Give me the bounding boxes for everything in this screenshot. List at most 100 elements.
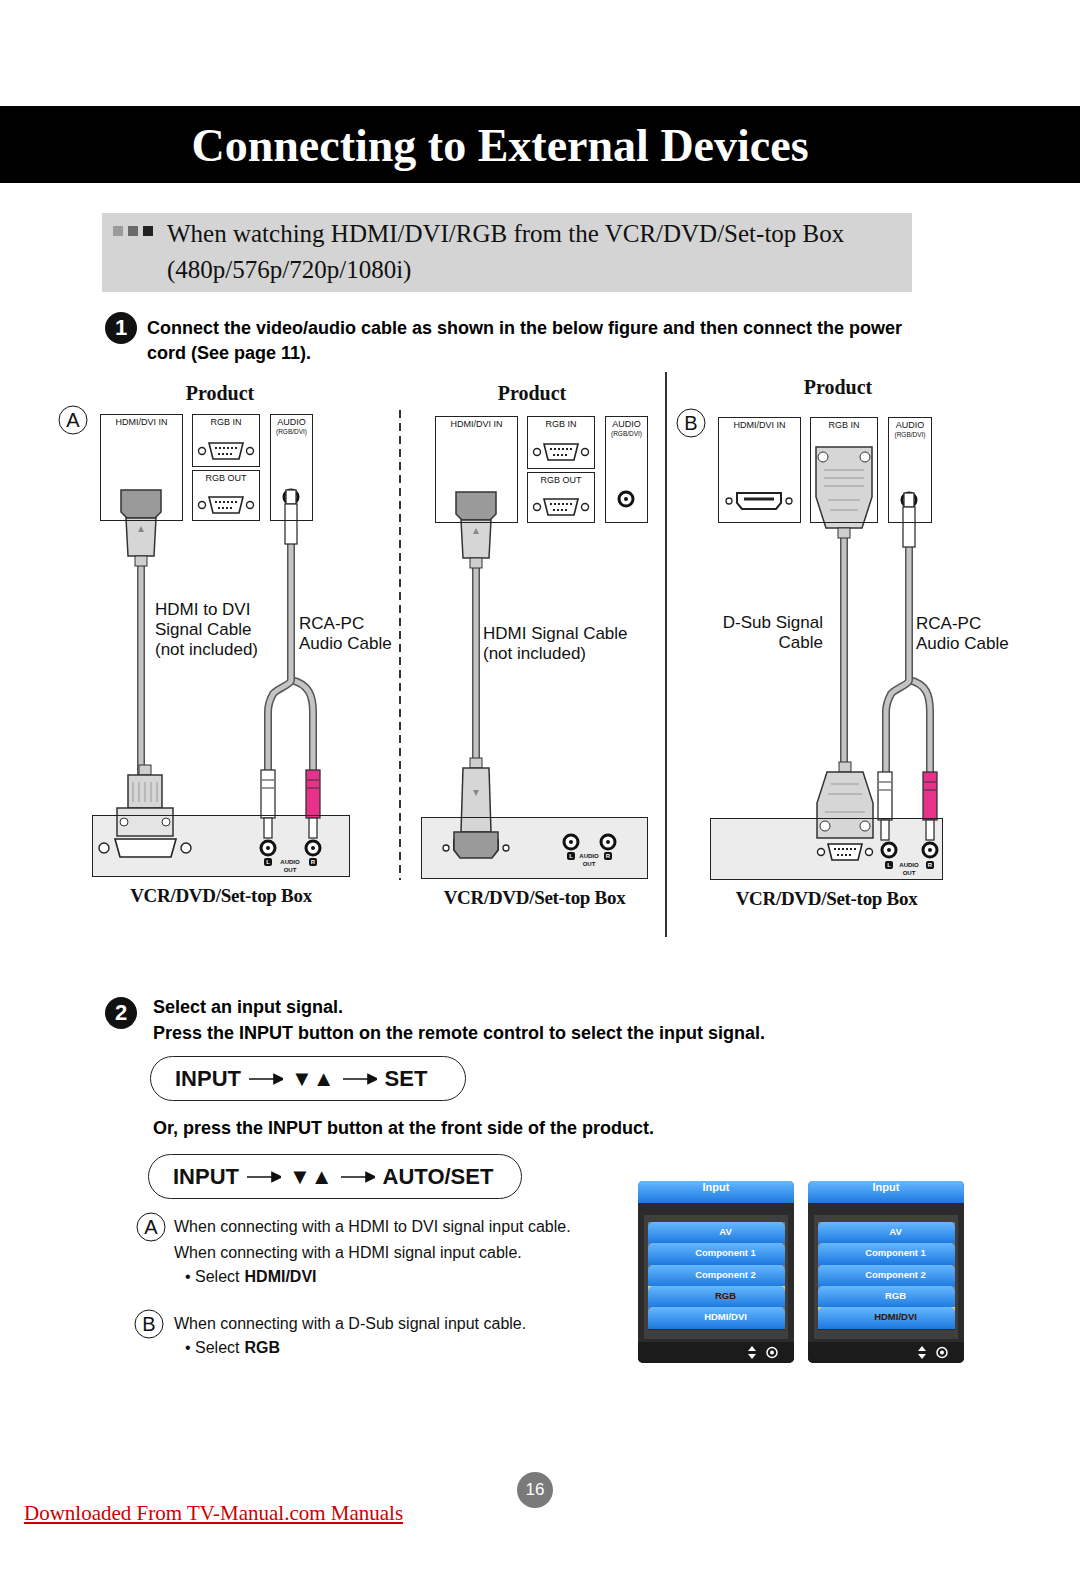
dvi-plug: [162, 818, 170, 826]
section-band: When watching HDMI/DVI/RGB from the VCR/…: [102, 213, 912, 292]
menu-item: RGB: [648, 1286, 785, 1309]
menu-item: Component 2: [818, 1265, 955, 1288]
rca-plug: [285, 504, 297, 544]
port-box: HDMI/DVI IN: [435, 416, 518, 523]
divider-line: [665, 372, 667, 937]
dsub-plug: [839, 762, 851, 772]
device-face: [92, 815, 943, 880]
rca-plug: [878, 772, 892, 820]
device-face: [882, 843, 896, 857]
hdmi-plug: [135, 556, 147, 566]
note-text: • Select: [185, 1338, 240, 1358]
menu-item: HDMI/DVI: [648, 1307, 785, 1330]
hdmi-plug: [454, 758, 498, 858]
device-face: [421, 817, 648, 879]
jack-label: OUT: [903, 870, 916, 876]
step-number: 2: [105, 997, 137, 1029]
source-link: Downloaded From TV-Manual.com Manuals: [24, 1501, 403, 1526]
port-socket: [902, 493, 916, 507]
section-heading: When watching HDMI/DVI/RGB from the VCR/…: [167, 220, 844, 283]
hdmi-plug: [470, 558, 482, 568]
divider-line: [400, 372, 666, 937]
note-text: • Select: [185, 1267, 240, 1287]
rca-plug: [923, 772, 937, 820]
instruction-text: Or, press the INPUT button at the front …: [153, 1116, 654, 1141]
device-face: [710, 818, 943, 880]
port-label: HDMI/DVI IN: [721, 420, 798, 431]
menu-item: AV: [648, 1222, 785, 1245]
rca-plug: [264, 818, 272, 838]
port-socket: [534, 499, 589, 515]
dsub-plug: [816, 447, 872, 528]
cable-label: RCA-PC Audio Cable: [916, 614, 1016, 654]
dsub-plug: [860, 821, 870, 831]
nav-ok: [940, 1351, 944, 1355]
port-box: RGB OUT: [192, 470, 260, 521]
port-box: HDMI/DVI IN: [718, 417, 801, 523]
port-box: RGB OUT: [527, 472, 595, 523]
jack-label: AUDIO: [280, 859, 299, 865]
option-name: RGB: [245, 1338, 281, 1358]
port-socket: [619, 492, 633, 506]
button-label: AUTO/SET: [383, 1164, 494, 1190]
rca-plug: [261, 490, 937, 840]
button-label: SET: [385, 1066, 428, 1092]
menu-item: Component 1: [648, 1243, 785, 1266]
button-sequence: INPUT ▼▲ AUTO/SET: [148, 1154, 522, 1199]
channel-mark: R: [309, 858, 317, 866]
rca-plug: [286, 490, 296, 504]
jack-label: AUDIO: [579, 853, 598, 859]
page-title: Connecting to External Devices: [191, 119, 808, 172]
port-box: RGB IN: [527, 416, 595, 469]
instruction-text: Connect the video/audio cable as shown i…: [147, 316, 937, 366]
arrow-glyph: [343, 1074, 377, 1083]
port-label: RGB OUT: [195, 473, 257, 484]
dsub-plug: [820, 821, 830, 831]
device-face: [181, 843, 191, 853]
hdmi-plug: [461, 768, 491, 832]
arrow-glyph: [249, 1074, 283, 1083]
cable-label: HDMI Signal Cable (not included): [483, 624, 648, 664]
arrow-glyph: [343, 1072, 377, 1086]
instruction-text: Press the INPUT button on the remote con…: [153, 1021, 765, 1046]
port-label: (RGB/DVI): [891, 431, 929, 439]
note-text: When connecting with a HDMI to DVI signa…: [174, 1217, 571, 1237]
port-socket: [199, 443, 254, 459]
device-name: VCR/DVD/Set-top Box: [444, 887, 626, 909]
port-label: RGB IN: [813, 420, 875, 431]
menu-option: Component 2: [818, 1265, 955, 1287]
menu-option: Component 1: [648, 1243, 785, 1265]
menu-option: Component 1: [818, 1243, 955, 1265]
hdmi-plug: [456, 492, 496, 520]
hdmi-plug: [473, 528, 479, 534]
button-label: ▼▲: [291, 1066, 335, 1092]
device-face: [115, 839, 176, 857]
rca-plug: [261, 770, 275, 818]
hdmi-plug: [470, 758, 482, 768]
menu-item: RGB: [818, 1286, 955, 1309]
callout-letter: B: [677, 409, 706, 438]
button-label: INPUT: [173, 1164, 239, 1190]
device-name: VCR/DVD/Set-top Box: [736, 888, 918, 910]
port-label: RGB IN: [195, 417, 257, 428]
note-text: When connecting with a D-Sub signal inpu…: [174, 1314, 526, 1334]
port-label: HDMI/DVI IN: [438, 419, 515, 430]
product-heading: Product: [186, 382, 255, 405]
arrow-glyph: [341, 1170, 375, 1184]
port-socket: [284, 490, 298, 504]
note-text: When connecting with a HDMI signal input…: [174, 1243, 522, 1263]
arrow-glyph: [247, 1172, 281, 1181]
device-face: [306, 841, 320, 855]
button-sequence: INPUT▼▲SET: [150, 1056, 466, 1101]
menu-option: HDMI/DVI: [648, 1307, 785, 1329]
port-box: RGB IN: [810, 417, 878, 523]
port-box: AUDIO(RGB/DVI): [888, 417, 932, 523]
device-face: [564, 835, 578, 849]
menu-option: RGB: [818, 1286, 955, 1308]
dvi-plug: [120, 818, 128, 826]
arrow-glyph: [247, 1170, 281, 1184]
button-label: ▼▲: [289, 1164, 333, 1190]
callout-letter: A: [59, 406, 88, 435]
rca-plug: [904, 493, 914, 507]
arrow-glyph: [249, 1072, 283, 1086]
